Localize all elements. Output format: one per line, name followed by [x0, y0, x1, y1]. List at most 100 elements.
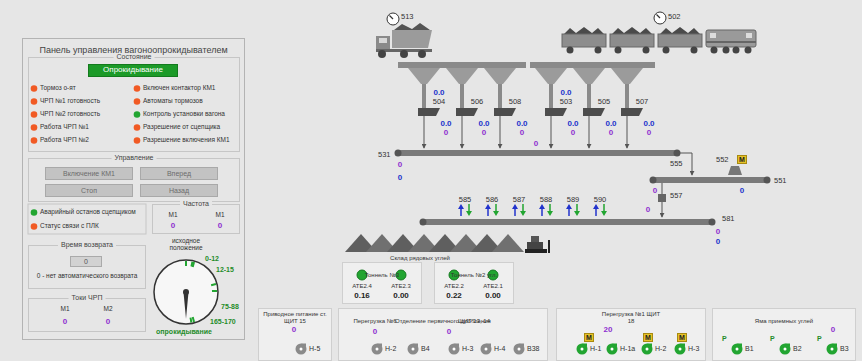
caption-label: АТЕ2.1: [483, 283, 503, 289]
device-label: В2: [793, 345, 802, 352]
bulldozer-cab: [531, 236, 539, 242]
pump-outlet: [737, 344, 742, 348]
motor-flag: М: [677, 333, 687, 342]
pump-icon: [607, 344, 618, 355]
locomotive-body: [706, 30, 756, 47]
flow-value: 0: [716, 238, 720, 246]
gauge-icon: [387, 13, 399, 25]
raise-arrow: [539, 204, 545, 209]
pump-outlet: [377, 344, 382, 348]
caption-label: АТЕ2.3: [391, 283, 411, 289]
node-text: Вперед: [167, 170, 191, 178]
hopper-neck: [460, 84, 464, 108]
receiving-hopper: [398, 62, 526, 68]
lower-arrow: [466, 211, 472, 216]
pump-icon: [372, 344, 383, 355]
hopper-neck: [625, 84, 629, 108]
counter-value: 0: [831, 326, 835, 334]
counter-value: 0: [444, 129, 448, 137]
gauge-hand: [390, 16, 394, 20]
hopper-neck: [422, 84, 426, 108]
equipment-number: 552: [716, 156, 729, 164]
equipment-number: 506: [471, 98, 484, 106]
equipment-number: 557: [670, 192, 683, 200]
command-button: Включение КМ1: [45, 167, 133, 180]
counter-value: 0: [716, 228, 720, 236]
caption-label: ЩИТ 13, 14: [458, 318, 490, 324]
truck-body: [392, 30, 432, 48]
wagon-load: [564, 27, 604, 34]
lower-arrow: [549, 204, 551, 212]
indicator-lamp: [134, 85, 141, 92]
equipment-number: 585: [459, 196, 472, 204]
status-label: Автоматы тормозов: [143, 98, 203, 105]
wagon-wheel: [691, 47, 698, 54]
equipment-number: 508: [509, 98, 522, 106]
pump-icon: [481, 344, 492, 355]
lower-arrow: [522, 204, 524, 212]
chute-line: [462, 116, 463, 148]
equipment-number: 589: [567, 196, 580, 204]
counter-value: 0: [609, 129, 613, 137]
equipment-number: 555: [670, 160, 683, 168]
panel-ground: [338, 308, 548, 361]
flow-value: 0.0: [560, 89, 571, 97]
dial-tick: [193, 317, 194, 322]
group-frame: УправлениеВключение КМ1ВпередСтопНазад: [28, 158, 240, 202]
coal-pile: [492, 234, 524, 252]
raise-arrow: [541, 208, 543, 216]
flow-value: 0: [398, 174, 402, 182]
value-field: 0: [70, 256, 102, 267]
counter-value: 0: [571, 129, 575, 137]
node-text: Управление: [112, 154, 157, 162]
device-label: Н-3: [688, 345, 699, 352]
wagon-wheel: [663, 47, 670, 54]
lower-arrow: [574, 211, 580, 216]
flow-value: 0.0: [433, 89, 444, 97]
chute-line: [551, 116, 552, 148]
device-label: В4: [421, 345, 430, 352]
pump-icon: [577, 344, 588, 355]
locomotive-stripe: [706, 41, 756, 43]
section-panel: Яма приемных углей: [712, 308, 856, 361]
pump-icon: [675, 344, 686, 355]
pump-outlet: [413, 344, 418, 348]
truck-wheel: [418, 50, 426, 58]
current-value: 0.00: [485, 292, 501, 300]
indicator-lamp: [134, 98, 141, 105]
flow-value: 0: [740, 187, 744, 195]
motor-flag: М: [584, 333, 594, 342]
dial-mark: 0-12: [205, 255, 219, 262]
pump-hub: [581, 348, 584, 351]
indicator-lamp: [31, 98, 38, 105]
wagon-wheel: [567, 47, 574, 54]
status-label: Аварийный останов сцепщиком: [40, 209, 136, 216]
counter-value: 0: [106, 318, 110, 326]
truck-cab: [376, 36, 390, 51]
command-button: Стоп: [45, 184, 133, 197]
pump-outlet: [680, 344, 685, 348]
feeder: [494, 108, 516, 116]
pump-outlet: [612, 344, 617, 348]
lower-arrow: [495, 204, 497, 212]
counter-value: 0: [653, 187, 657, 195]
device-label: Н-2: [655, 345, 666, 352]
device-label: В3: [840, 345, 849, 352]
status-label: ЧРП №1 готовность: [40, 98, 100, 105]
panel-ground: [556, 308, 706, 361]
pump-hub: [376, 348, 379, 351]
control-panel: Панель управления вагоноопрокидывателемС…: [22, 38, 245, 340]
equipment-number: 513: [401, 13, 414, 21]
dial-tick: [190, 318, 193, 323]
lower-arrow: [576, 204, 578, 212]
locomotive-window: [710, 33, 716, 38]
caption-label: АТЕ2.4: [352, 283, 372, 289]
pump-icon: [408, 344, 419, 355]
pump-hub: [453, 348, 456, 351]
caption-label: Склад рядовых углей: [390, 255, 450, 261]
pump-icon: [296, 344, 307, 355]
conveyor-belt: [420, 219, 715, 225]
feeder: [418, 108, 440, 116]
status-label: Работа ЧРП №2: [40, 137, 89, 144]
bulldozer-track: [525, 249, 547, 253]
